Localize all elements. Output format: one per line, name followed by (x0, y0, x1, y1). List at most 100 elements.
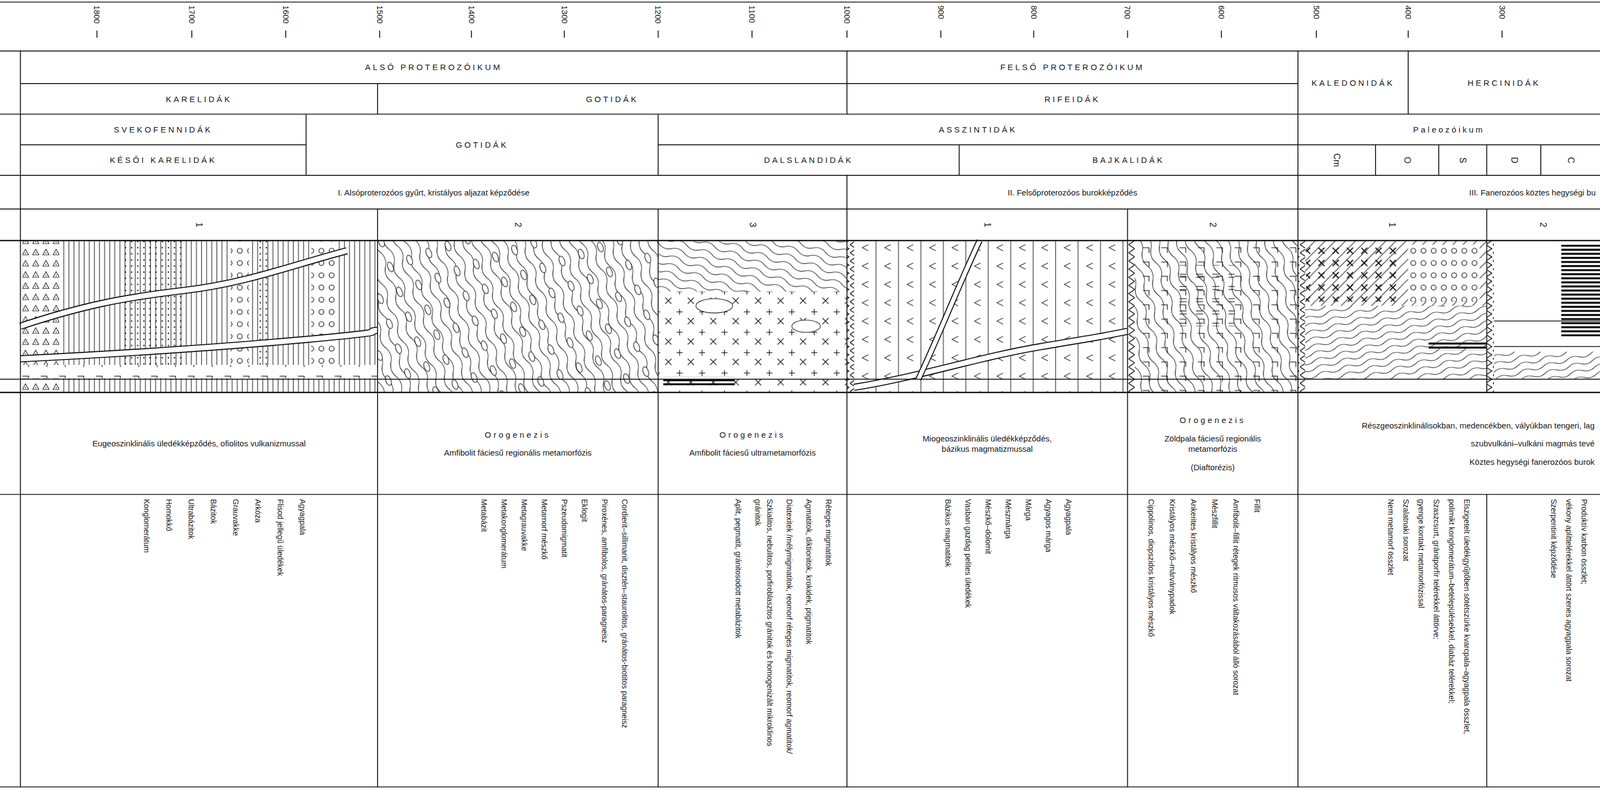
rock-item: Metamorf mészkő (534, 499, 555, 782)
rock-item: Bázikus magmatitok (937, 499, 958, 782)
rotated-label: 2 (1538, 222, 1549, 228)
period-label: ALSÓ PROTEROZÓIKUM (365, 62, 503, 72)
rock-item: Grauvakke (224, 499, 247, 782)
table-cell: BAJKALIDÁK (958, 145, 1298, 176)
rock-item: Mészkő–dolomit (977, 499, 999, 782)
table-cell: HERCINIDÁK (1408, 51, 1600, 115)
table-cell: Miogeoszinklinális üledékképződés, bázik… (846, 392, 1128, 495)
rock-list: FillitAmfibolit–fillit rétegek ritmusos … (1140, 499, 1268, 782)
table-cell: S (1438, 145, 1487, 176)
table-cell: III. Fanerozóos köztes hegységi bu (1297, 175, 1600, 210)
period-label: KARELIDÁK (165, 94, 232, 104)
table-cell: Cordierit–sillimanit, disztén–staurolito… (377, 494, 659, 788)
rock-item: Elszigetelt üledékgyűjtőben sötétszürke … (1459, 499, 1475, 782)
table-cell: Eugeoszinklinális üledékképződés, ofioli… (20, 392, 378, 495)
rotated-label: S (1457, 157, 1468, 164)
period-label: BAJKALIDÁK (1092, 155, 1165, 165)
table-cell: Réteges migmatitok Agmatitok, diktionitok… (657, 494, 847, 788)
rotated-label: 1 (982, 222, 993, 228)
process-text: Orogenezis (484, 429, 551, 441)
rock-item: Ultrabázitok (179, 499, 203, 782)
process-text: Miogeoszinklinális üledékképződés, bázik… (908, 433, 1066, 455)
rock-item: Szalatnaki sorozat (1398, 499, 1414, 782)
rock-item: Eklogit (574, 499, 595, 782)
process-text: Zöldpala fáciesű regionális metamorfózis (1158, 433, 1267, 455)
rock-item: Szaszcsurt, gránitporfír telérekkel áttö… (1428, 499, 1445, 782)
rock-item: Cippolinos, diopszidos kristályos mészkő (1140, 499, 1162, 782)
rock-list: Elszigetelt üledékgyűjtőben sötétszürke … (1383, 499, 1475, 782)
rock-item: Cordierit–sillimanit, disztén–staurolito… (614, 499, 635, 782)
rock-item: Mészmárga (998, 499, 1019, 782)
time-tick-label: 900 (936, 5, 946, 20)
period-label: GOTIDÁK (455, 140, 509, 150)
rock-list: AgyagpalaFlisod jellegű üledékekArkózaGr… (135, 499, 314, 782)
time-tick-label: 1100 (747, 5, 757, 23)
table-cell: 1 (846, 209, 1128, 241)
column-5-pattern (1127, 240, 1298, 393)
table-cell: I. Alsóproterozóos gyűrt, kristályos alj… (20, 175, 847, 210)
rock-item: Kristályos mészkő–márványpadok (1161, 499, 1183, 782)
process-text: Amfibolit fáciesű ultrametamorfózis (689, 447, 817, 459)
table-cell: 1 (1297, 209, 1487, 241)
rock-item: Réteges migmatitok (822, 499, 835, 755)
rock-item: Piroxénes, amfibolos, gránátos-paragneis… (594, 499, 615, 782)
rock-item: Fillit (1246, 499, 1268, 782)
rock-item: Metakonglomerátum (493, 499, 514, 782)
period-label: II. Felsőproterozóos burokképződés (1007, 187, 1138, 198)
rock-item: Agmatitok, diktionitok, krokidek, ptigma… (802, 499, 815, 755)
rock-list: AgyagpalaAgyagos márgaMárgaMészmárgaMész… (937, 499, 1079, 782)
process-text: Eugeoszinklinális üledékképződés, ofioli… (92, 438, 306, 450)
table-cell: KARELIDÁK (20, 83, 378, 115)
table-cell: GOTIDÁK (377, 83, 847, 115)
table-cell: OrogenezisAmfibolit fáciesű ultrametamor… (657, 392, 847, 495)
table-cell: KÉSŐI KARELIDÁK (20, 145, 307, 176)
rock-item: Szkialitos, nebulitos, porfiroblasztos g… (751, 499, 776, 755)
process-text: szubvulkáni–vulkáni magmás tevé (1470, 438, 1595, 450)
time-tick-label: 1400 (467, 5, 477, 24)
time-tick-label: 800 (1029, 5, 1039, 20)
column-7-pattern (1486, 240, 1600, 393)
table-cell: FillitAmfibolit–fillit rétegek ritmusos … (1127, 494, 1298, 788)
rotated-label: Cm (1331, 153, 1342, 167)
time-tick-label: 1600 (281, 5, 291, 24)
table-cell: Elszigetelt üledékgyűjtőben sötétszürke … (1297, 494, 1487, 788)
process-text: Orogenezis (719, 429, 786, 441)
rock-item: Aplit, pegmatit, gránitosodott metabázit… (732, 499, 745, 755)
rock-list: Réteges migmatitok Agmatitok, diktionitok… (724, 499, 835, 755)
table-cell: OrogenezisAmfibolit fáciesű regionális m… (377, 392, 659, 495)
column-2-pattern (377, 240, 659, 393)
rock-item: Flisod jellegű üledékek (268, 499, 292, 782)
time-tick-label: 1700 (187, 5, 197, 24)
column-6-pattern (1297, 240, 1487, 393)
rock-item: Agyagos márga (1038, 499, 1059, 782)
table-cell: ASSZINTIDÁK (657, 114, 1298, 145)
rock-item: Metabázit (473, 499, 494, 782)
column-3-pattern (657, 240, 847, 393)
table-cell: OrogenezisZöldpala fáciesű regionális me… (1127, 392, 1298, 495)
process-text: Köztes hegységi fanerozóos burok (1469, 456, 1595, 468)
table-cell: 2 (377, 209, 659, 241)
rock-item: vékony aplittelérekkel áttört szenes agy… (1561, 499, 1577, 782)
period-label: HERCINIDÁK (1467, 78, 1541, 88)
table-cell: FELSŐ PROTEROZÓIKUM (846, 51, 1298, 84)
rock-item: Nem metamorf összlet (1383, 499, 1399, 782)
table-cell: 3 (657, 209, 847, 241)
rock-item: Vasban gazdag pelites üledékek (957, 499, 978, 782)
period-label: ASSZINTIDÁK (938, 124, 1018, 135)
table-cell: DALSLANDIDÁK (657, 145, 959, 176)
process-text: Részgeoszinklinálisokban, medencékben, v… (1361, 420, 1595, 432)
column-1-pattern (20, 240, 378, 393)
table-cell: SVEKOFENNIDÁK (20, 114, 307, 145)
period-label: KÉSŐI KARELIDÁK (109, 155, 217, 165)
period-label: FELSŐ PROTEROZÓIKUM (1000, 62, 1145, 72)
rotated-label: 1 (1387, 222, 1398, 228)
time-tick-label: 700 (1122, 5, 1133, 20)
time-tick-label: 400 (1403, 5, 1414, 20)
time-tick-label: 1500 (375, 5, 385, 24)
process-text: Amfibolit fáciesű regionális metamorfózi… (443, 447, 592, 459)
rock-item: Metagrauvakke (513, 499, 535, 782)
table-cell: 2 (1486, 209, 1600, 241)
